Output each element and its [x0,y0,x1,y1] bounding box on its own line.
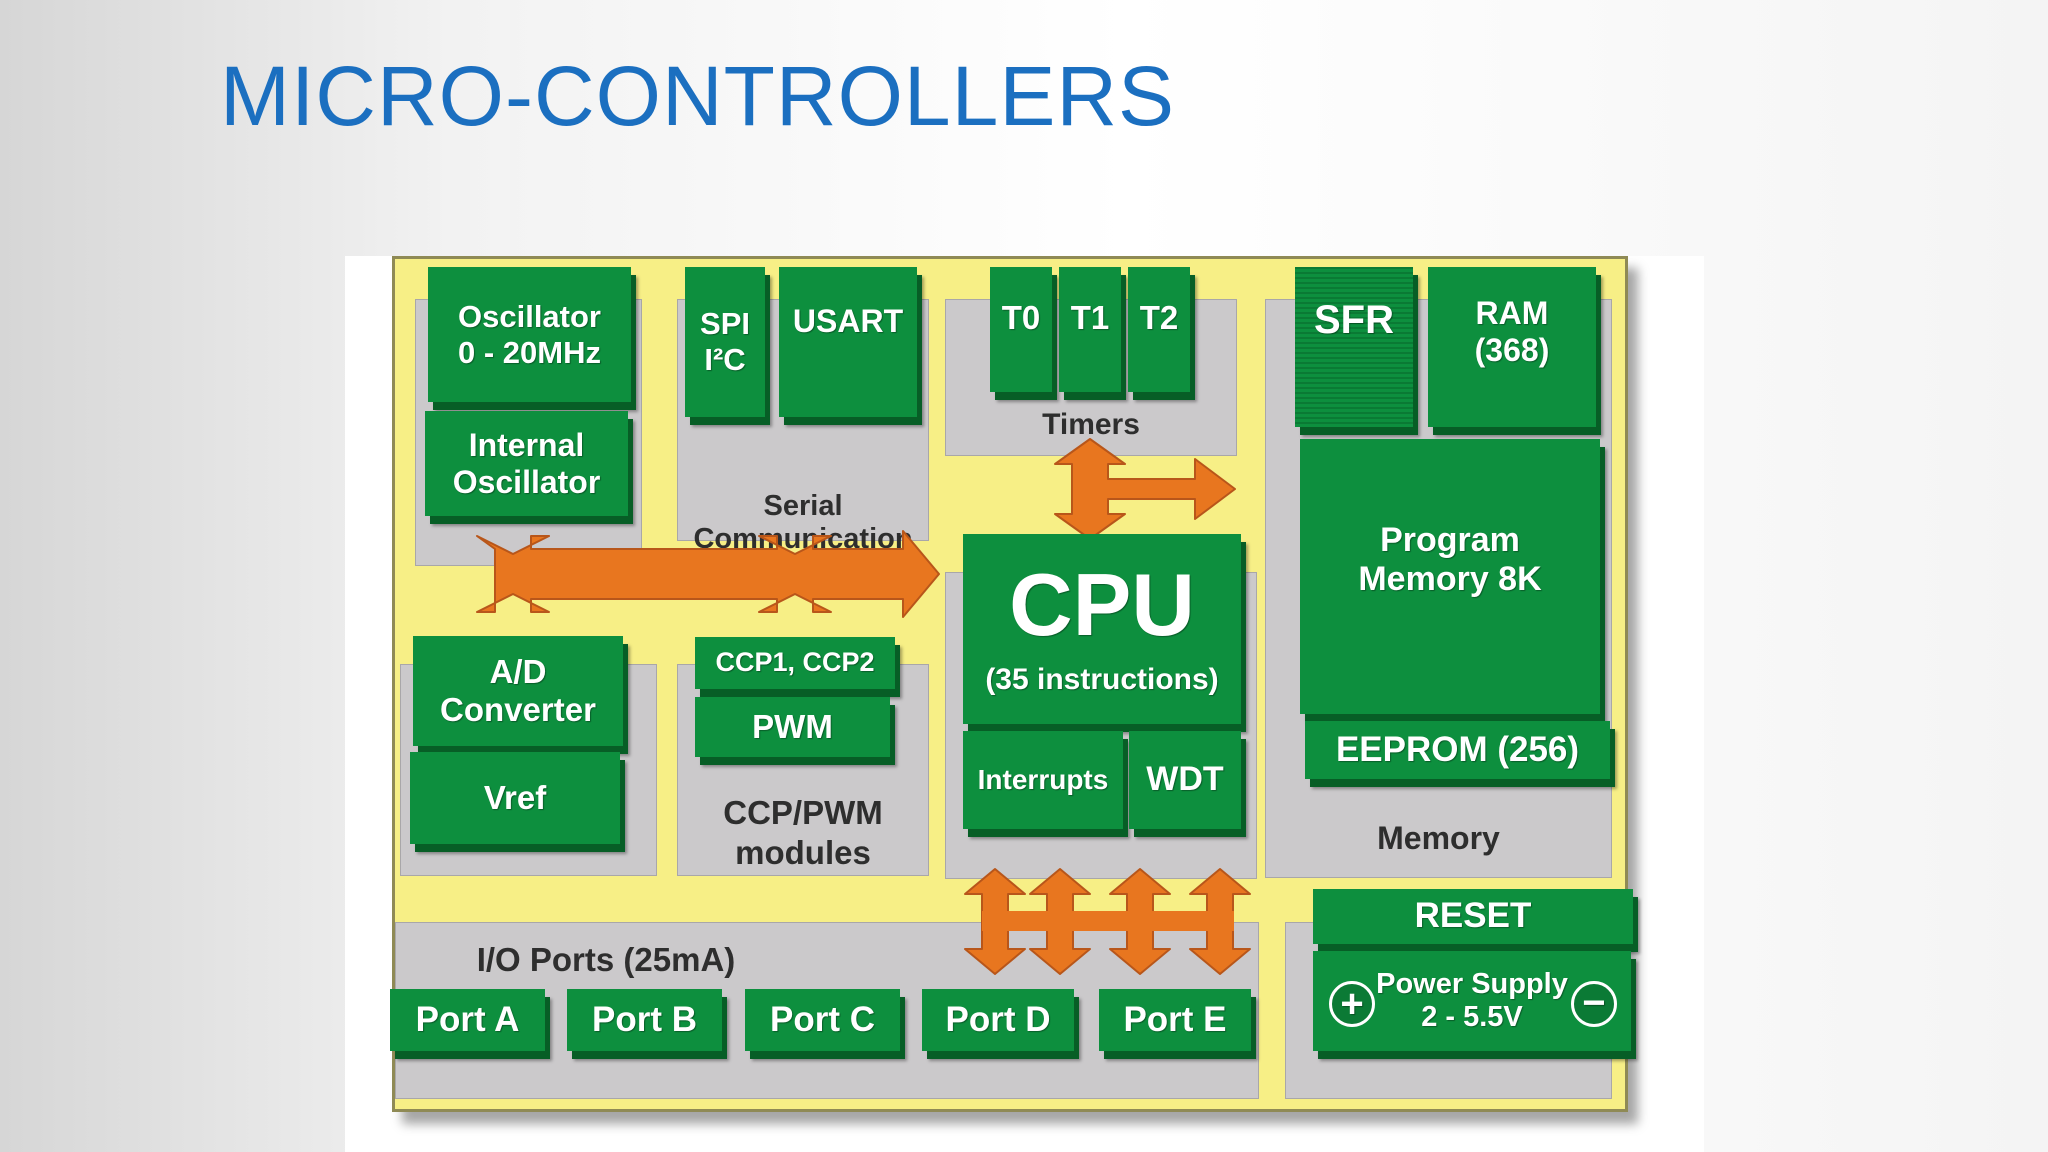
ad-converter-label: A/D Converter [440,653,596,728]
plus-icon: + [1329,981,1375,1027]
ram-block: RAM (368) [1428,267,1596,427]
port-c-label: Port C [770,999,875,1039]
program-memory-label: Program Memory 8K [1358,521,1542,599]
timer-t1-label: T1 [1070,299,1110,336]
io-ports-label: I/O Ports (25mA) [476,941,736,978]
power-supply-label: Power Supply 2 - 5.5V [1376,967,1568,1033]
ccp-label: CCP/PWM modules [723,794,883,871]
port-e-block: Port E [1099,989,1251,1051]
microcontroller-board: Serial Communication Timers Memory CCP/P… [390,256,1633,1112]
port-arrow-bar [982,911,1234,931]
port-a-label: Port A [415,999,520,1039]
ad-converter-block: A/D Converter [413,636,623,746]
usart-label: USART [792,303,904,339]
port-a-block: Port A [390,989,545,1051]
wdt-block: WDT [1129,731,1241,829]
cpu-label: CPU [1009,554,1195,654]
eeprom-label: EEPROM (256) [1335,729,1580,769]
wdt-label: WDT [1146,760,1224,799]
spi-i2c-block: SPI I²C [685,267,765,417]
left-bus-arrow [476,530,940,618]
timers-cpu-arrow [1054,438,1236,540]
vref-label: Vref [483,779,547,817]
reset-block: RESET [1313,889,1633,944]
cpu-instructions-label: (35 instructions) [985,662,1219,696]
usart-block: USART [779,267,917,417]
timer-t1-block: T1 [1059,267,1121,392]
ccp-block: CCP1, CCP2 [695,637,895,689]
arrows-layer [476,438,1251,975]
port-b-label: Port B [592,999,697,1039]
eeprom-block: EEPROM (256) [1305,721,1610,779]
interrupts-block: Interrupts [963,731,1123,829]
memory-label: Memory [1377,820,1500,856]
sfr-label: SFR [1314,298,1394,342]
timer-t2-label: T2 [1139,299,1179,336]
timer-t0-label: T0 [1001,299,1041,336]
ccp-block-label: CCP1, CCP2 [715,647,875,678]
internal-oscillator-block: Internal Oscillator [425,411,628,516]
minus-icon: − [1571,981,1617,1027]
internal-oscillator-label: Internal Oscillator [452,426,601,500]
timer-t0-block: T0 [990,267,1052,392]
program-memory-block: Program Memory 8K [1300,439,1600,714]
port-d-label: Port D [945,999,1051,1039]
spi-label: SPI [700,306,750,342]
slide-title: MICRO-CONTROLLERS [220,49,1176,143]
timers-label: Timers [1042,408,1140,441]
i2c-label: I²C [704,342,746,377]
interrupts-label: Interrupts [977,763,1109,795]
vref-block: Vref [410,752,620,844]
oscillator-block: Oscillator 0 - 20MHz [428,267,631,402]
oscillator-label: Oscillator 0 - 20MHz [458,298,601,370]
port-d-block: Port D [922,989,1074,1051]
sfr-block: SFR [1295,267,1413,427]
port-c-block: Port C [745,989,900,1051]
cpu-block: CPU (35 instructions) [963,534,1241,724]
port-e-label: Port E [1123,999,1227,1039]
pwm-block: PWM [695,697,890,757]
power-supply-block: + Power Supply 2 - 5.5V − [1313,951,1631,1051]
ram-label: RAM (368) [1474,295,1550,368]
reset-label: RESET [1414,896,1532,936]
port-b-block: Port B [567,989,722,1051]
pwm-label: PWM [752,708,833,746]
timer-t2-block: T2 [1128,267,1190,392]
